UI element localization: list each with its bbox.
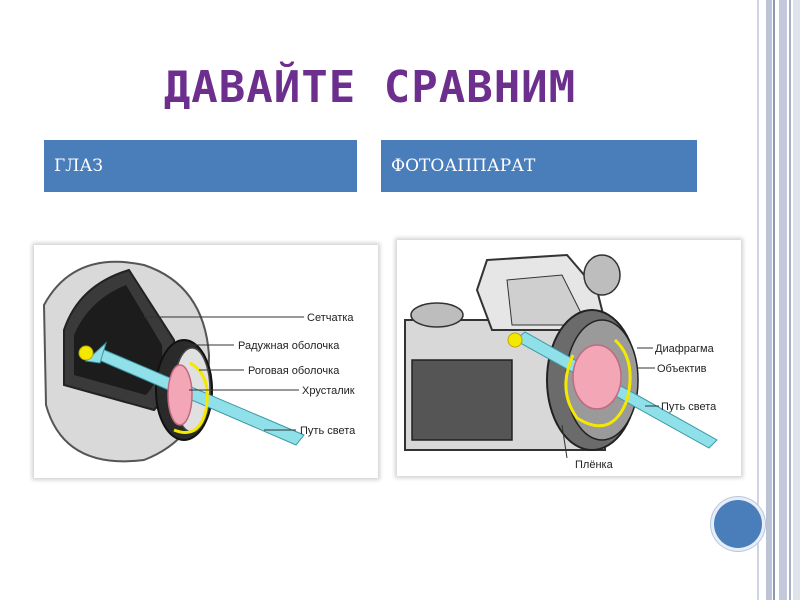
slide-title: ДАВАЙТЕ СРАВНИМ <box>163 62 577 113</box>
eye-header: ГЛАЗ <box>44 140 357 192</box>
decor-stripe <box>773 0 775 600</box>
decor-circle <box>714 500 762 548</box>
eye-illustration: Сетчатка Радужная оболочка Роговая оболо… <box>42 260 356 463</box>
objective-label: Объектив <box>657 363 707 375</box>
iris-label: Радужная оболочка <box>238 340 340 352</box>
camera-header: ФОТОАППАРАТ <box>381 140 697 192</box>
camera-light-path-label: Путь света <box>661 401 717 413</box>
decor-stripe <box>793 0 800 600</box>
aperture-label: Диафрагма <box>655 343 715 355</box>
decor-stripe <box>757 0 759 600</box>
camera-diagram: Диафрагма Объектив Путь света Плёнка <box>397 240 741 476</box>
retina-label: Сетчатка <box>307 312 354 324</box>
camera-illustration: Диафрагма Объектив Путь света Плёнка <box>404 253 718 471</box>
decor-stripe <box>789 0 791 600</box>
decor-stripe <box>779 0 787 600</box>
decor-stripe <box>766 0 772 600</box>
cornea-label: Роговая оболочка <box>248 365 340 377</box>
eye-light-path-label: Путь света <box>300 425 356 437</box>
film-label: Плёнка <box>575 459 614 471</box>
crystalline-lens-label: Хрусталик <box>302 385 355 397</box>
eye-diagram: Сетчатка Радужная оболочка Роговая оболо… <box>34 245 378 478</box>
